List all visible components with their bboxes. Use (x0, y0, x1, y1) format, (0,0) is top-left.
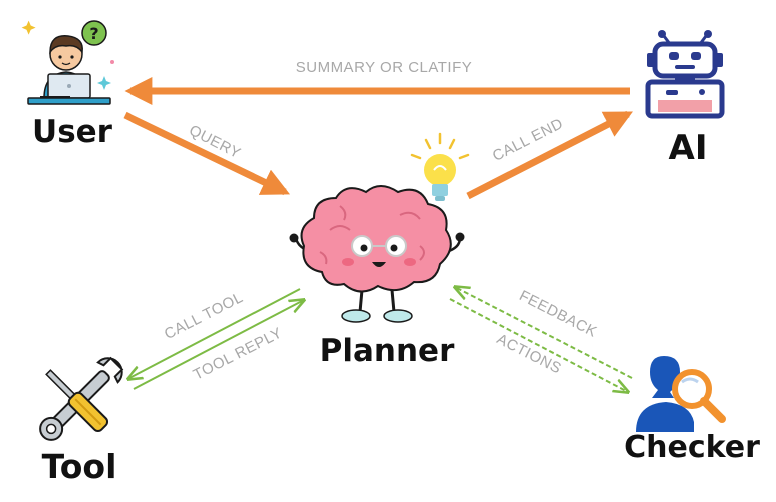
actions-arrow (449, 298, 628, 392)
call-tool-label: CALL TOOL (162, 289, 246, 343)
call-end-label: CALL END (490, 115, 566, 165)
checker-magnifier-icon (636, 356, 726, 432)
checker-label: Checker (624, 430, 760, 465)
ai-node: AI (645, 30, 725, 168)
robot-icon (645, 30, 725, 119)
feedback-arrow (455, 287, 633, 379)
question-mark: ? (89, 24, 98, 43)
planner-node: Planner (289, 132, 470, 369)
wrench-screwdriver-icon (39, 356, 124, 441)
call-tool-arrow (128, 288, 301, 379)
feedback-label: FEEDBACK (516, 287, 599, 341)
query-arrow (123, 111, 291, 196)
tool-label: Tool (42, 447, 117, 486)
call-end-arrow (466, 110, 633, 200)
tool-reply-arrow (133, 300, 304, 390)
user-at-laptop-icon: ? (21, 20, 114, 105)
checker-node: Checker (624, 356, 760, 465)
lightbulb-icon (410, 132, 470, 201)
user-label: User (32, 114, 113, 150)
user-node: ? User (21, 20, 114, 150)
tool-node: Tool (39, 356, 124, 486)
summary-label: SUMMARY OR CLATIFY (296, 59, 473, 76)
brain-icon (289, 185, 465, 323)
ai-label: AI (669, 128, 708, 168)
tool-reply-label: TOOL REPLY (191, 324, 285, 383)
planner-label: Planner (320, 333, 455, 369)
